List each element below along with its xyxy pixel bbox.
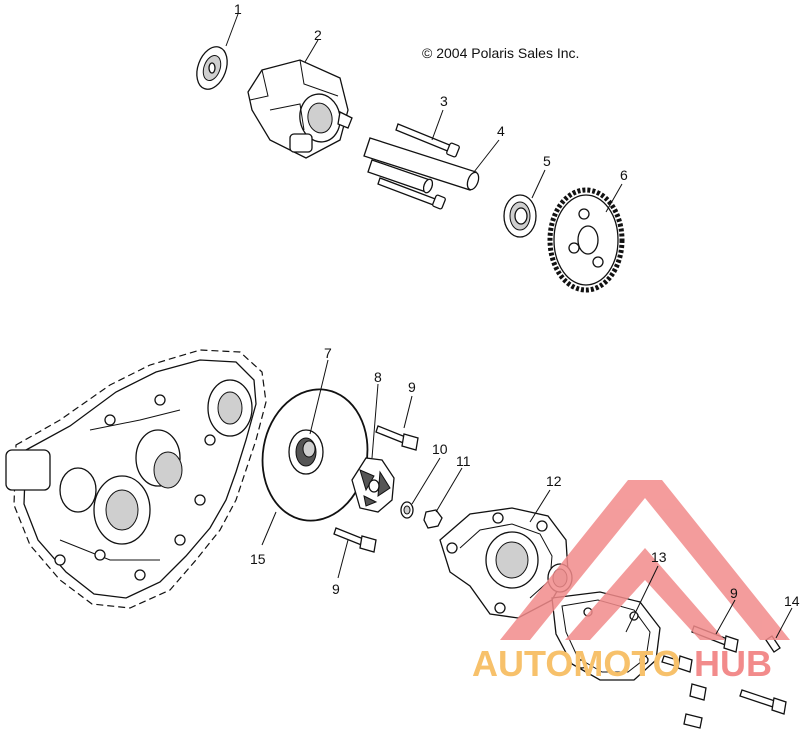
callout-6: 6: [620, 167, 628, 183]
part-6-gear: [547, 187, 625, 293]
callout-8: 8: [374, 369, 382, 385]
leader-lines: [225, 13, 793, 639]
watermark-word-part2: HUB: [694, 643, 772, 684]
callout-5: 5: [543, 153, 551, 169]
callout-11: 11: [456, 453, 471, 469]
crankcase: [5, 349, 267, 609]
callout-15: 15: [250, 551, 266, 567]
callout-12: 12: [546, 473, 562, 489]
callout-14: 14: [784, 593, 800, 609]
watermark-logo: [500, 480, 790, 640]
part-7-seal: [288, 429, 324, 475]
part-14-bolts: [661, 635, 787, 729]
part-8-impeller: [351, 457, 395, 513]
part-5-bearing: [503, 194, 537, 238]
part-2-pump-housing: [247, 59, 353, 159]
part-9-bolt-upper: [375, 425, 419, 451]
callout-7: 7: [324, 345, 332, 361]
callout-1: 1: [234, 1, 242, 17]
callout-2: 2: [314, 27, 322, 43]
callout-13: 13: [651, 549, 667, 565]
part-4-shafts: [363, 137, 480, 194]
copyright-text: © 2004 Polaris Sales Inc.: [422, 45, 579, 61]
callout-3: 3: [440, 93, 448, 109]
callout-9-lower: 9: [332, 581, 340, 597]
callout-4: 4: [497, 123, 505, 139]
callout-9-right: 9: [730, 585, 738, 601]
watermark-word-part1: AUTOMOTO: [472, 643, 681, 684]
part-11-nut: [423, 509, 443, 529]
part-1-cap: [196, 46, 228, 90]
callout-10: 10: [432, 441, 448, 457]
callout-9-upper: 9: [408, 379, 416, 395]
part-10-washer: [400, 501, 414, 519]
part-9-bolt-lower: [333, 527, 377, 553]
